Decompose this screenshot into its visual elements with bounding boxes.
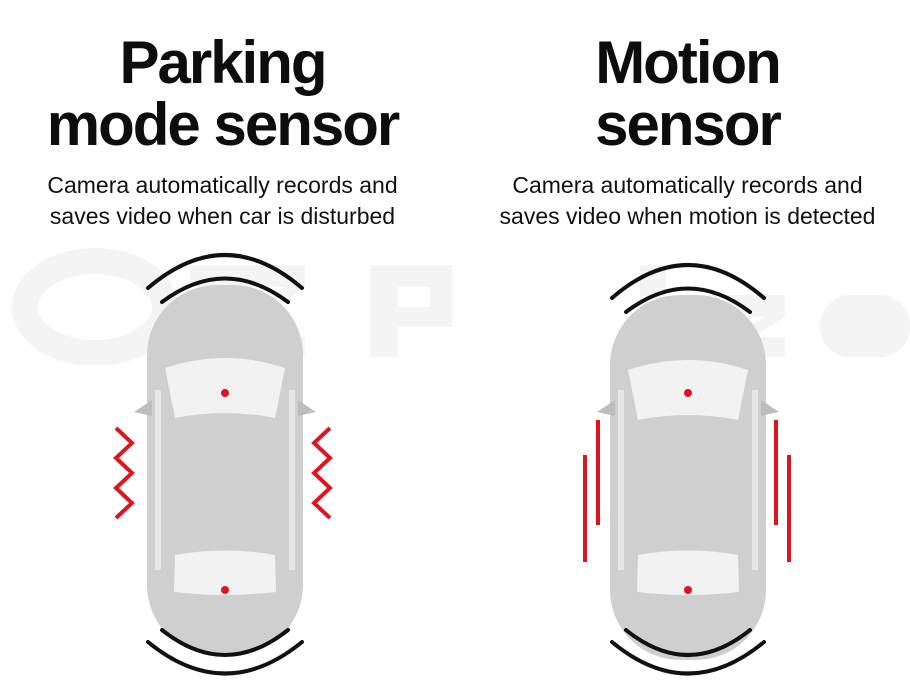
desc-line-2: saves video when car is disturbed	[49, 203, 396, 229]
desc-line-1: Camera automatically records and	[47, 172, 398, 198]
desc-line-1: Camera automatically records and	[512, 172, 863, 198]
sensor-wave-top-icon	[610, 263, 766, 314]
title-line-2: mode sensor	[46, 91, 400, 158]
title-line-1: Motion	[595, 29, 782, 96]
front-sensor-dot	[684, 389, 692, 397]
motion-sensor-panel: Motion sensor Camera automatically recor…	[455, 0, 910, 700]
car-top-view-illustration	[583, 263, 791, 676]
car-icon	[134, 285, 316, 655]
parking-mode-panel: Parking mode sensor Camera automatically…	[0, 32, 445, 676]
sensor-wave-bottom-icon	[610, 628, 766, 676]
motion-sensor-title: Motion sensor	[455, 32, 910, 156]
parking-mode-title: Parking mode sensor	[0, 32, 445, 156]
front-sensor-dot	[221, 389, 229, 397]
sensor-wave-bottom-icon	[146, 628, 304, 676]
desc-line-2: saves video when motion is detected	[499, 203, 876, 229]
car-icon	[597, 295, 779, 660]
motion-lines-icon	[583, 420, 791, 562]
motion-sensor-description: Camera automatically records and saves v…	[455, 170, 910, 232]
parking-mode-description: Camera automatically records and saves v…	[0, 170, 445, 232]
car-top-view-illustration	[113, 253, 333, 676]
sensor-wave-top-icon	[146, 253, 304, 304]
zigzag-vibration-icon	[113, 426, 333, 520]
title-line-1: Parking	[119, 29, 327, 96]
rear-sensor-dot	[221, 586, 229, 594]
rear-sensor-dot	[684, 586, 692, 594]
title-line-2: sensor	[595, 91, 782, 158]
